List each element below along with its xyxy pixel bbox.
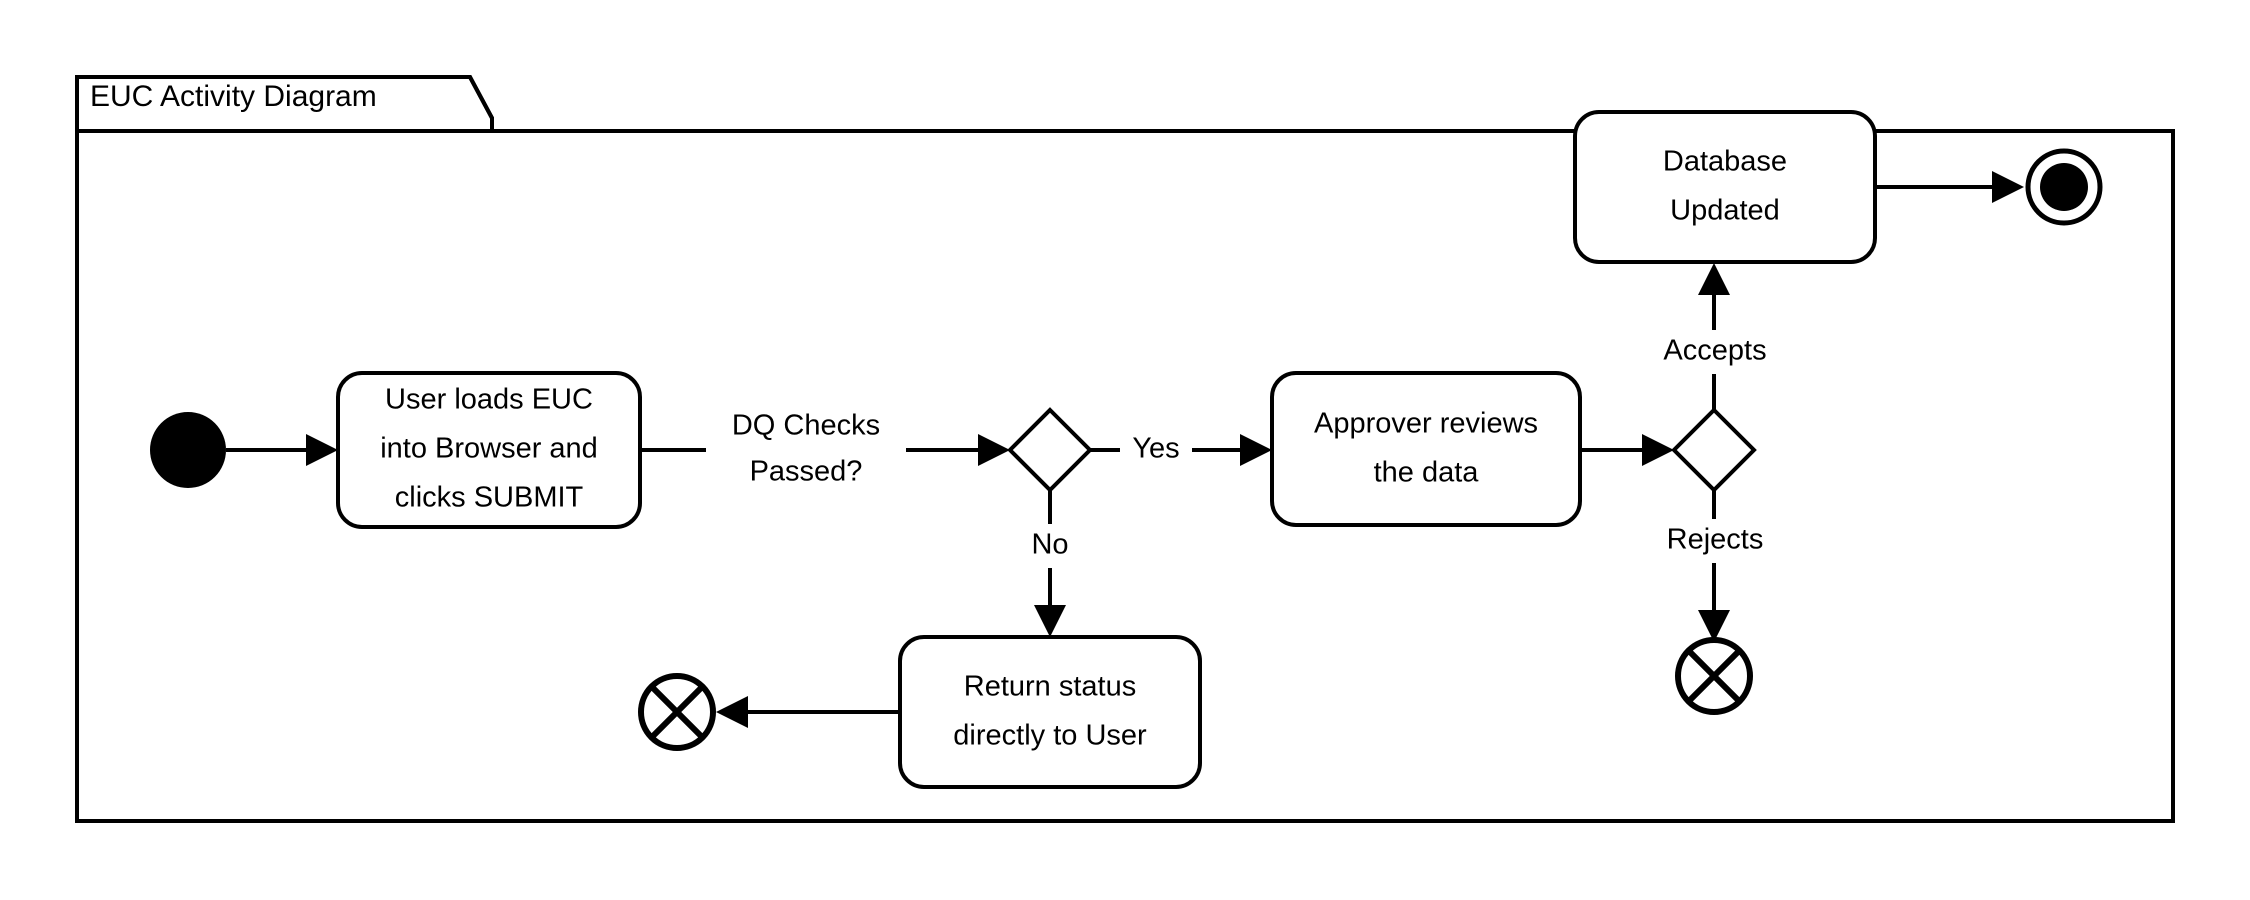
edge-label-accepts: Accepts <box>1663 335 1766 367</box>
flow-final-node-left[interactable] <box>638 673 716 751</box>
flow-final-cross-icon <box>649 684 705 740</box>
edge-review-to-approve-decision <box>1580 434 1674 466</box>
edge-return-status-to-flow-final-left <box>716 696 900 728</box>
action-node-return-status[interactable]: Return status directly to User <box>898 635 1202 789</box>
frame-title-label: EUC Activity Diagram <box>90 80 377 113</box>
arrow-head-icon <box>1698 263 1730 295</box>
action-label-line1: Return status <box>964 671 1136 703</box>
edge-load-to-dq-decision: DQ Checks Passed? <box>640 410 1010 488</box>
arrow-head-icon <box>306 434 338 466</box>
decision-node-approval[interactable] <box>1671 407 1757 493</box>
action-label-line2: directly to User <box>953 720 1147 752</box>
action-node-load-euc[interactable]: User loads EUC into Browser and clicks S… <box>336 371 642 529</box>
arrow-head-icon <box>1642 434 1674 466</box>
final-node-center-icon <box>2040 163 2088 211</box>
action-label-line1: User loads EUC <box>385 384 593 416</box>
decision-node-dq-checks[interactable] <box>1007 407 1093 493</box>
initial-node[interactable] <box>150 412 226 488</box>
arrow-head-icon <box>1240 434 1272 466</box>
arrow-head-icon <box>978 434 1010 466</box>
action-node-rect[interactable] <box>898 635 1202 789</box>
edge-label-backdrop <box>706 415 906 485</box>
action-label-line3: clicks SUBMIT <box>395 482 584 514</box>
action-label-line2: Updated <box>1670 195 1780 227</box>
edge-label-backdrop <box>1650 330 1780 374</box>
edge-dq-yes-to-review: Yes <box>1090 428 1272 474</box>
arrow-head-icon <box>1034 605 1066 637</box>
action-label-line1: Approver reviews <box>1314 408 1538 440</box>
arrow-head-icon <box>1698 610 1730 642</box>
arrow-head-icon <box>716 696 748 728</box>
edge-label-rejects: Rejects <box>1667 524 1764 556</box>
edge-label-backdrop <box>1016 524 1084 568</box>
edge-dq-no-to-return-status: No <box>1016 490 1084 637</box>
edge-database-updated-to-final <box>1875 171 2024 203</box>
edge-accepts-to-database-updated: Accepts <box>1650 263 1780 410</box>
action-node-rect[interactable] <box>1573 110 1877 264</box>
edge-label-dq-checks-line1: DQ Checks <box>732 410 880 442</box>
action-label-line1: Database <box>1663 146 1787 178</box>
activity-final-node[interactable] <box>2025 148 2103 226</box>
edge-start-to-load <box>226 434 338 466</box>
flow-final-node-right[interactable] <box>1675 637 1753 715</box>
action-node-approver-reviews[interactable]: Approver reviews the data <box>1270 371 1582 527</box>
action-node-database-updated[interactable]: Database Updated <box>1573 110 1877 264</box>
edge-label-dq-checks-line2: Passed? <box>750 456 863 488</box>
edge-label-yes: Yes <box>1132 433 1179 465</box>
flow-final-cross-icon <box>1686 648 1742 704</box>
action-label-line2: the data <box>1374 457 1480 489</box>
action-node-rect[interactable] <box>1270 371 1582 527</box>
diagram-frame <box>75 75 2175 823</box>
edge-label-no: No <box>1031 529 1068 561</box>
edge-rejects-to-flow-final-right: Rejects <box>1650 490 1780 642</box>
frame-title-tab <box>75 75 494 133</box>
arrow-head-icon <box>1992 171 2024 203</box>
edge-label-backdrop <box>1650 519 1780 563</box>
action-label-line2: into Browser and <box>380 433 598 465</box>
edge-label-backdrop <box>1120 428 1192 474</box>
